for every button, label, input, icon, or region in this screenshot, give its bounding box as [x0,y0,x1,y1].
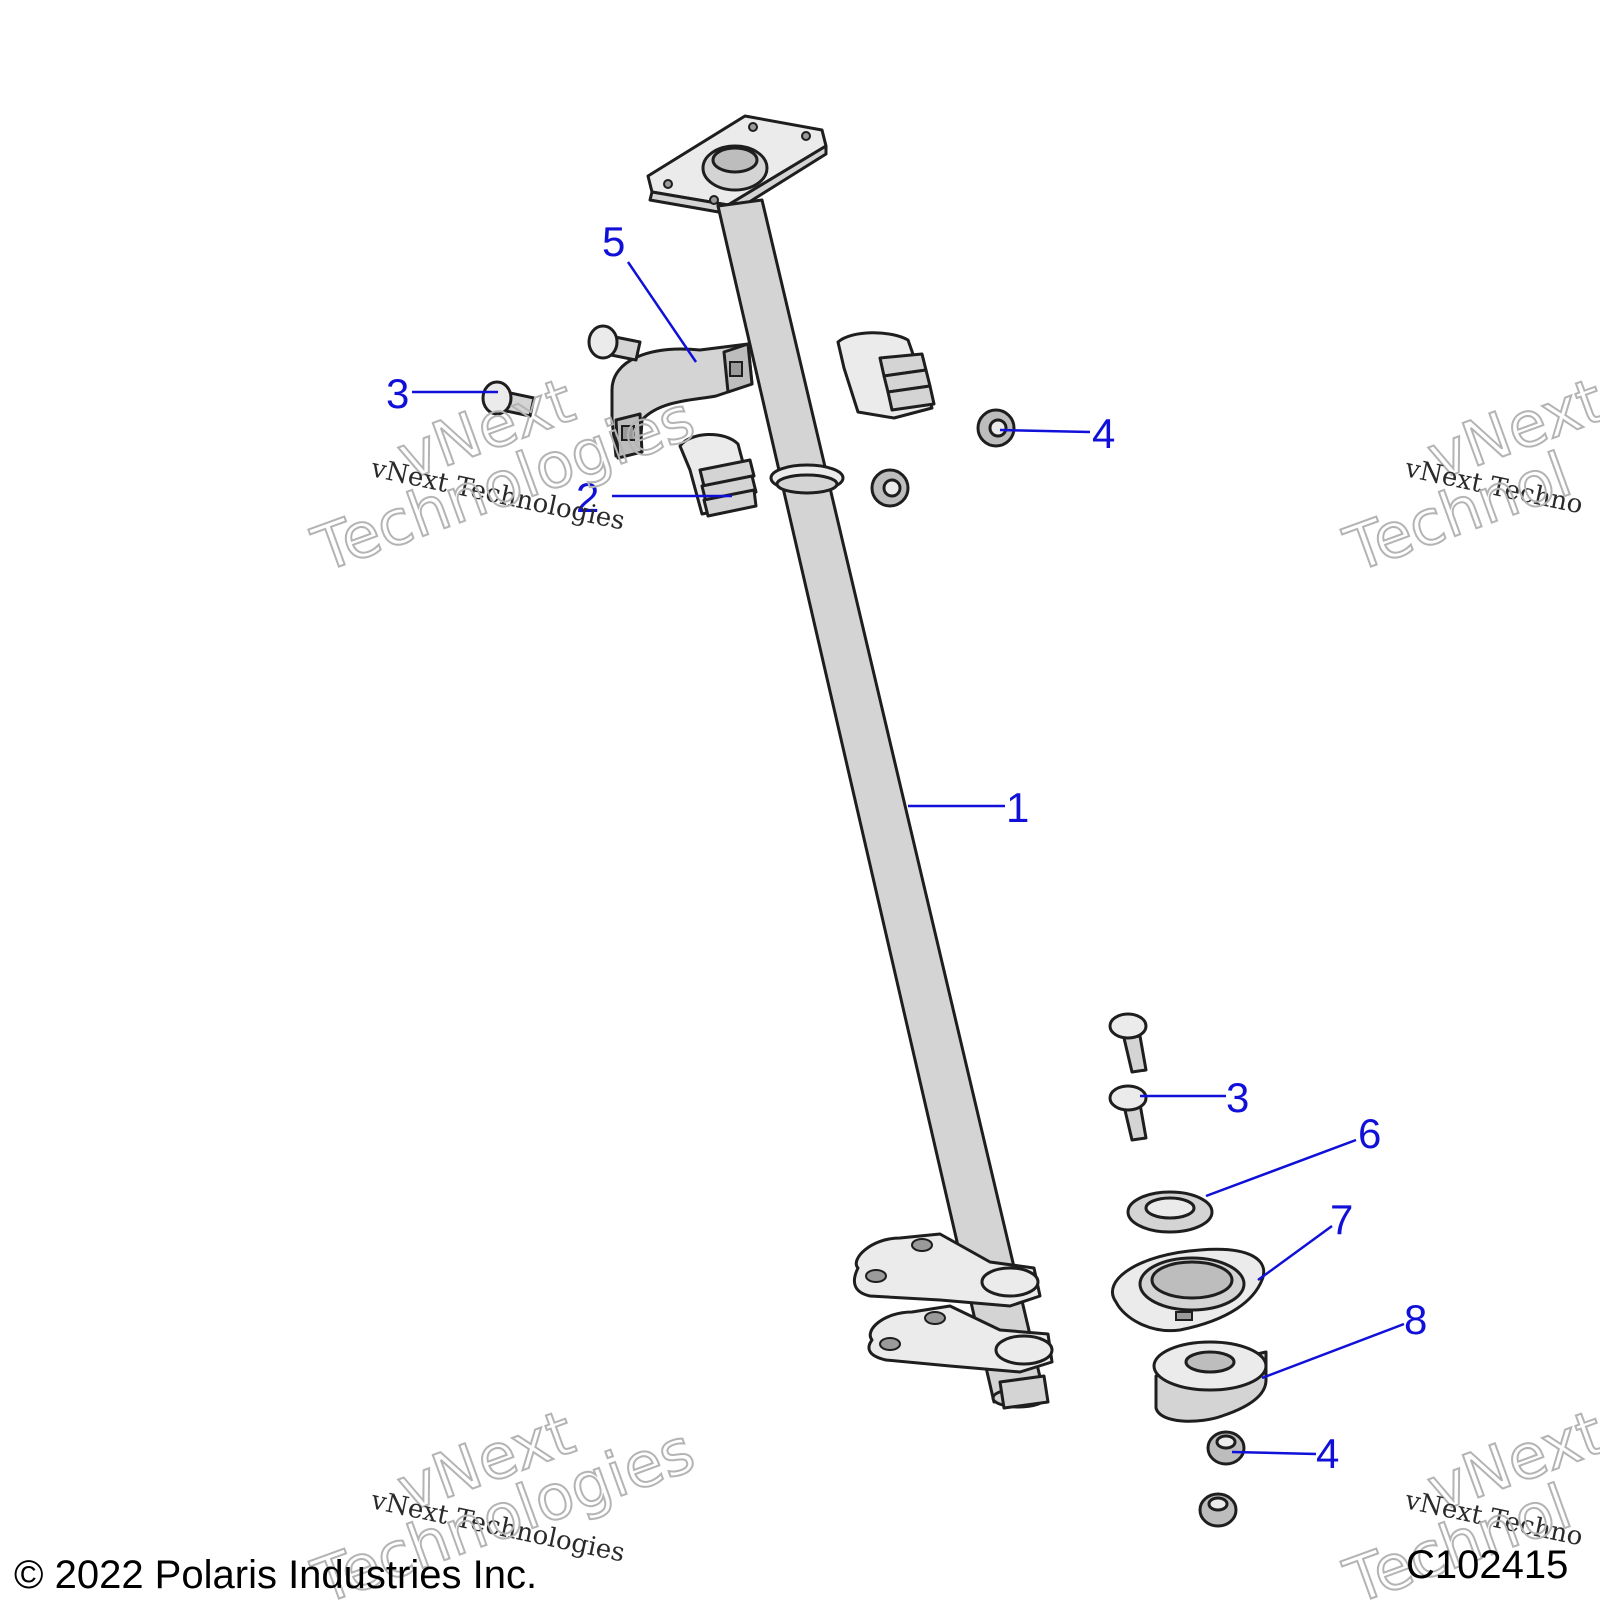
steering-column [646,114,1054,1410]
callout-6: 6 [1358,1110,1381,1157]
bolt-lower-right-a [1108,1012,1148,1074]
clamp-bracket [610,342,754,460]
leader-4-lower [1231,1450,1317,1456]
callout-3-lower: 3 [1226,1074,1249,1121]
leader-7 [1257,1224,1333,1282]
watermark-top-right: vNext vNext Techno Technol [1334,363,1600,588]
nut-lower-b [1198,1492,1238,1528]
callout-5: 5 [602,218,625,265]
watermark-top-left: vNext vNext Technologies Technologies [302,363,704,588]
callout-4-upper: 4 [1092,410,1115,457]
nut-upper-right [976,408,1016,448]
callout-4-lower: 4 [1316,1430,1339,1477]
leader-5 [626,261,698,363]
callout-1: 1 [1006,784,1029,831]
callout-7: 7 [1330,1196,1353,1243]
leader-lines [412,261,1405,1456]
bearing-flange [1111,1247,1266,1333]
nut-lower-a [1206,1430,1246,1466]
bushing-right [836,331,936,420]
leader-6 [1205,1138,1357,1198]
callout-labels: 1 2 3 3 4 4 5 6 7 8 [386,218,1427,1477]
callout-3-upper: 3 [386,370,409,417]
bolt-upper-left-a [587,324,642,362]
bearing [1152,1340,1268,1423]
figure-id: C102415 [1406,1543,1568,1587]
leader-4-upper [999,428,1091,434]
callout-8: 8 [1404,1296,1427,1343]
bolt-lower-right-b [1108,1084,1148,1142]
leader-8 [1261,1322,1405,1380]
bolt-upper-left-b [481,380,536,418]
nut-middle [870,468,910,508]
washer [1126,1190,1214,1234]
callout-2: 2 [576,474,599,521]
copyright-text: © 2022 Polaris Industries Inc. [14,1553,537,1597]
